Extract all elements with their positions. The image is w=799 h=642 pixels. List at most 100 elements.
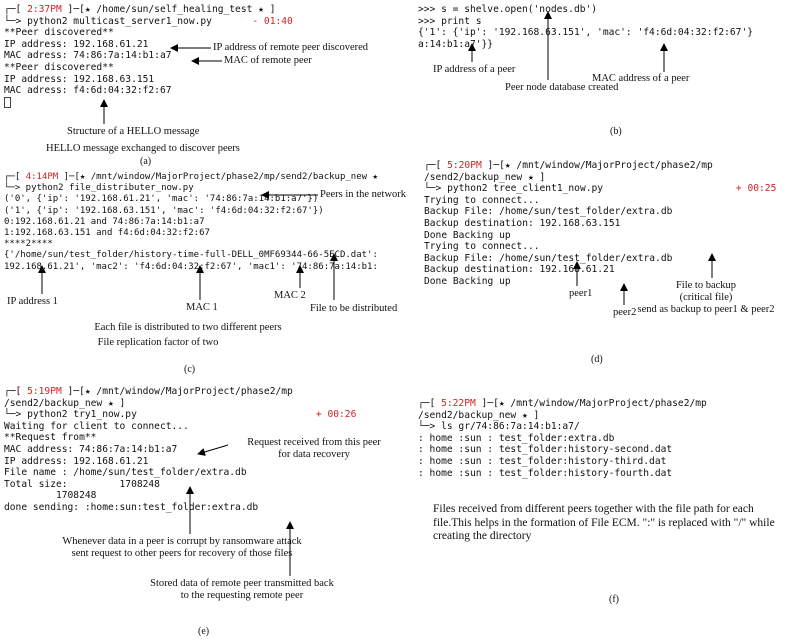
- panel-a-annotation-mac-remote: MAC of remote peer: [224, 55, 312, 66]
- panel-e-line: Waiting for client to connect...: [4, 421, 356, 433]
- panel-c-line: ┌─[ 4:14PM ]─[★ /mnt/window/MajorProject…: [4, 172, 378, 183]
- panel-a-line: IP address: 192.168.61.21: [4, 39, 293, 51]
- panel-d-line: Trying to connect...: [424, 195, 776, 207]
- panel-f-line: ┌─[ 5:22PM ]─[★ /mnt/window/MajorProject…: [418, 398, 707, 410]
- terminal-text: Trying to connect...: [424, 241, 540, 253]
- panel-f-line: : home :sun : test_folder:history-second…: [418, 444, 707, 456]
- terminal-text: ('0', {'ip': '192.168.61.21', 'mac': '74…: [4, 194, 319, 205]
- terminal-text: MAC adress: 74:86:7a:14:b1:a7: [4, 50, 172, 62]
- terminal-text: └─> python2 tree_client1_now.py: [424, 183, 604, 195]
- panel-c-annotation-mac2: MAC 2: [274, 290, 306, 301]
- terminal-text: └─> ls gr/74:86:7a:14:b1:a7/: [418, 421, 580, 433]
- panel-e-line: MAC address: 74:86:7a:14:b1:a7: [4, 444, 356, 456]
- terminal-text: Waiting for client to connect...: [4, 420, 189, 432]
- panel-d-annotation-backup: File to backup (critical file) send as b…: [637, 280, 774, 316]
- panel-c-line: 1:192.168.63.151 and f4:6d:04:32:f2:67: [4, 228, 378, 239]
- panel-d-annotation-peer1: peer1: [569, 288, 593, 299]
- panel-a-terminal: ┌─[ 2:37PM ]─[★ /home/sun/self_healing_t…: [4, 4, 293, 109]
- terminal-text: ┌─[: [418, 398, 442, 409]
- terminal-text: : home :sun : test_folder:history-fourth…: [418, 467, 673, 479]
- terminal-text: 192.168.61.21', 'mac2': 'f4:6d:04:32:f2:…: [4, 261, 378, 272]
- panel-d-line: Backup destination: 192.168.63.151: [424, 218, 776, 230]
- terminal-path: ]─[★ /mnt/window/MajorProject/phase2/mp: [61, 386, 293, 397]
- terminal-text: ┌─[: [4, 172, 26, 182]
- panel-b-line: {'1': {'ip': '192.168.63.151', 'mac': 'f…: [418, 27, 754, 39]
- panel-a-line: └─> python2 multicast_server1_now.py - 0…: [4, 16, 293, 28]
- panel-d-line: Done Backing up: [424, 276, 776, 288]
- panel-d-annotation-backup-line1: File to backup: [675, 280, 737, 291]
- panel-e-line: Total size: 1708248: [4, 479, 356, 491]
- panel-a-line: **Peer discovered**: [4, 27, 293, 39]
- terminal-text: 1:192.168.63.151 and f4:6d:04:32:f2:67: [4, 228, 210, 239]
- panel-c-line: ****2****: [4, 239, 378, 250]
- panel-e-annotation-ransomware-line1: Whenever data in a peer is corrupt by ra…: [62, 536, 302, 547]
- terminal-text: /send2/backup_new ★ ]: [418, 409, 540, 421]
- panel-e-annotation-ransomware-line2: sent request to other peers for recovery…: [71, 548, 293, 559]
- terminal-text: Backup destination: 192.168.63.151: [424, 217, 621, 229]
- panel-d-line: └─> python2 tree_client1_now.py + 00:25: [424, 183, 776, 195]
- panel-e-line: File name : /home/sun/test_folder/extra.…: [4, 467, 356, 479]
- elapsed-time: - 01:40: [252, 15, 293, 27]
- panel-d-line: /send2/backup_new ★ ]: [424, 172, 776, 184]
- panel-d-label: (d): [591, 354, 603, 365]
- prompt-time: 5:22PM: [441, 398, 476, 409]
- panel-a-line: MAC adress: 74:86:7a:14:b1:a7: [4, 50, 293, 62]
- panel-b-line: a:14:b1:a7'}}: [418, 38, 494, 50]
- terminal-text: MAC address: 74:86:7a:14:b1:a7: [4, 443, 178, 455]
- panel-f-line: : home :sun : test_folder:history-third.…: [418, 456, 707, 468]
- terminal-text: Done Backing up: [424, 229, 511, 241]
- terminal-text: └─> python2 multicast_server1_now.py: [4, 15, 212, 27]
- panel-d-line: Trying to connect...: [424, 241, 776, 253]
- terminal-text: : home :sun : test_folder:history-second…: [418, 444, 673, 456]
- panel-c-line: ('0', {'ip': '192.168.61.21', 'mac': '74…: [4, 194, 378, 205]
- panel-e-line: └─> python2 try1_now.py + 00:26: [4, 409, 356, 421]
- panel-f-line: └─> ls gr/74:86:7a:14:b1:a7/: [418, 421, 707, 433]
- terminal-path: ]─[★ /mnt/window/MajorProject/phase2/mp: [475, 398, 707, 409]
- panel-c-line: └─> python2 file_distributer_now.py: [4, 183, 378, 194]
- terminal-path: ]─[★ /mnt/window/MajorProject/phase2/mp: [481, 160, 713, 171]
- panel-d-line: ┌─[ 5:20PM ]─[★ /mnt/window/MajorProject…: [424, 160, 776, 172]
- panel-f-line: /send2/backup_new ★ ]: [418, 410, 707, 422]
- terminal-text: Total size: 1708248: [4, 478, 160, 490]
- panel-d-terminal: ┌─[ 5:20PM ]─[★ /mnt/window/MajorProject…: [424, 160, 776, 288]
- panel-e-line: /send2/backup_new ★ ]: [4, 398, 356, 410]
- panel-f-label: (f): [609, 594, 619, 605]
- panel-e-line: IP address: 192.168.61.21: [4, 456, 356, 468]
- panel-d-annotation-backup-line2: (critical file): [679, 292, 733, 303]
- panel-e-line: ┌─[ 5:19PM ]─[★ /mnt/window/MajorProject…: [4, 386, 356, 398]
- elapsed-time: + 00:26: [315, 409, 357, 421]
- panel-c-line: 0:192.168.61.21 and 74:86:7a:14:b1:a7: [4, 217, 378, 228]
- panel-e-annotation-stored: Stored data of remote peer transmitted b…: [150, 578, 334, 602]
- terminal-text: IP address: 192.168.63.151: [4, 73, 155, 85]
- panel-d-line: Backup File: /home/sun/test_folder/extra…: [424, 206, 776, 218]
- panel-c-annotation-replication: File replication factor of two: [97, 337, 219, 348]
- terminal-text: Backup destination: 192.168.61.21: [424, 264, 615, 276]
- panel-d-line: Backup File: /home/sun/test_folder/extra…: [424, 253, 776, 265]
- panel-e-annotation-stored-line1: Stored data of remote peer transmitted b…: [150, 578, 334, 589]
- panel-a-line: ┌─[ 2:37PM ]─[★ /home/sun/self_healing_t…: [4, 4, 293, 16]
- panel-b-line: >>> print s: [418, 15, 482, 27]
- terminal-text: : home :sun : test_folder:history-third.…: [418, 455, 667, 467]
- panel-e-annotation-request: Request received from this peer for data…: [247, 437, 381, 461]
- panel-c-annotation-file: File to be distributed: [310, 303, 398, 314]
- panel-d-annotation-backup-line3: send as backup to peer1 & peer2: [637, 304, 775, 315]
- terminal-text: 0:192.168.61.21 and 74:86:7a:14:b1:a7: [4, 216, 205, 227]
- panel-a-line: IP address: 192.168.63.151: [4, 74, 293, 86]
- terminal-text: File name : /home/sun/test_folder/extra.…: [4, 467, 247, 479]
- panel-d-line: Backup destination: 192.168.61.21: [424, 264, 776, 276]
- terminal-text: ****2****: [4, 239, 53, 250]
- terminal-text: ┌─[: [4, 4, 28, 15]
- terminal-text: : home :sun : test_folder:extra.db: [418, 432, 615, 444]
- panel-e-label: (e): [198, 626, 210, 637]
- panel-e-annotation-stored-line2: to the requesting remote peer: [180, 590, 304, 601]
- terminal-text: {'/home/sun/test_folder/history-time-ful…: [4, 250, 378, 261]
- panel-e-line: 1708248: [4, 490, 356, 502]
- panel-c-annotation-mac1: MAC 1: [186, 302, 218, 313]
- prompt-time: 4:14PM: [25, 172, 59, 182]
- panel-b-annotation-mac: MAC address of a peer: [592, 73, 690, 84]
- panel-e-annotation-ransomware: Whenever data in a peer is corrupt by ra…: [62, 536, 301, 560]
- terminal-text: └─> python2 try1_now.py: [4, 409, 137, 421]
- terminal-text: ┌─[: [424, 160, 448, 171]
- terminal-path: ]─[★ /mnt/window/MajorProject/phase2/mp/…: [58, 172, 378, 182]
- panel-c-line: ('1', {'ip': '192.168.63.151', 'mac': 'f…: [4, 206, 378, 217]
